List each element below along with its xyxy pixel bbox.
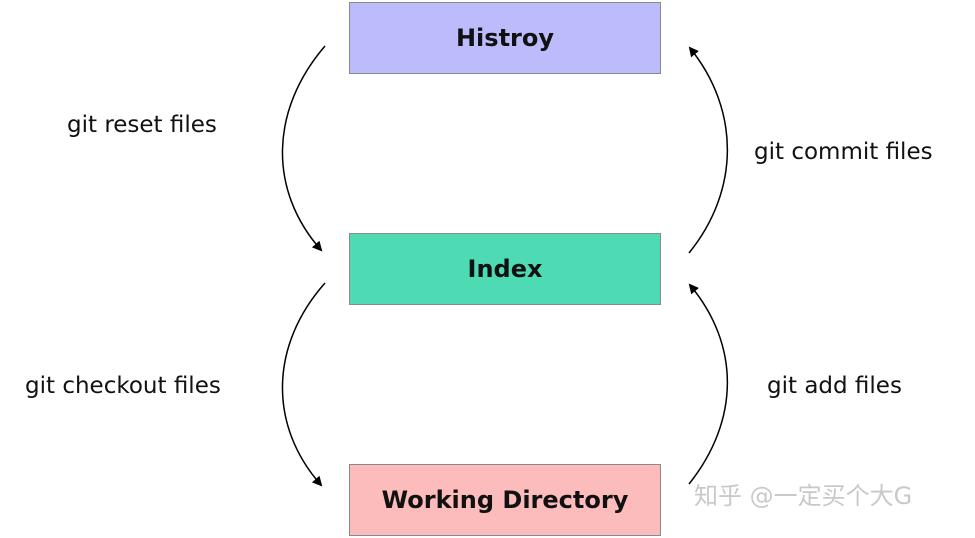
git-reset-label: git reset files xyxy=(67,112,217,138)
index-label: Index xyxy=(467,255,543,283)
git-commit-label: git commit files xyxy=(754,139,933,165)
history-label: Histroy xyxy=(455,24,555,52)
watermark: 知乎 @一定买个大G xyxy=(694,482,913,510)
index-box: Index xyxy=(349,233,661,305)
working-directory-box: Working Directory xyxy=(349,464,661,536)
git-checkout-label: git checkout files xyxy=(25,373,221,399)
history-box: Histroy xyxy=(349,2,661,74)
arrow-add xyxy=(688,283,729,485)
arrow-commit xyxy=(688,46,729,254)
arrow-reset xyxy=(281,45,326,252)
git-add-label: git add files xyxy=(767,373,902,399)
arrow-checkout xyxy=(281,282,326,487)
working-directory-label: Working Directory xyxy=(381,486,629,514)
